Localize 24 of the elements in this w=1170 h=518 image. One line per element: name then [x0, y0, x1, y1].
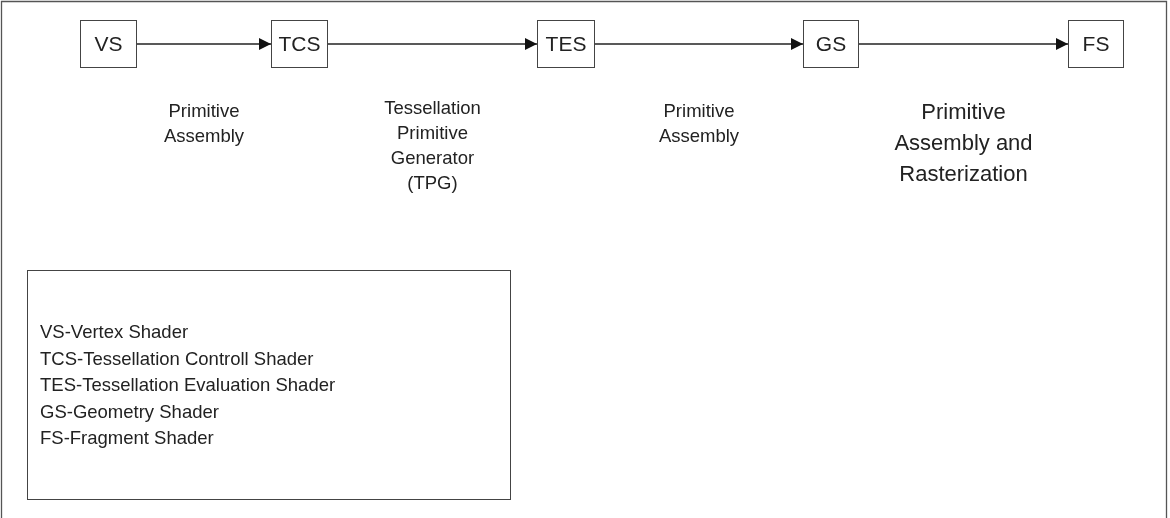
edge-label: Primitive Assembly — [162, 99, 246, 148]
shader-label: GS — [815, 32, 847, 56]
arrow — [594, 38, 804, 50]
arrow — [136, 38, 272, 50]
shader-box — [803, 20, 859, 68]
shader-label: TES — [545, 32, 587, 56]
shader-box — [1068, 20, 1124, 68]
edge-label: Primitive Assembly — [657, 99, 741, 148]
shader-box — [271, 20, 328, 68]
edge-label: Tessellation Primitive Generator (TPG) — [383, 96, 482, 195]
arrow — [327, 38, 538, 50]
edge-label: Primitive Assembly and Rasterization — [893, 98, 1034, 188]
legend-box — [27, 270, 511, 500]
shader-box — [537, 20, 595, 68]
legend-entry: VS-Vertex Shader — [40, 320, 189, 344]
arrow — [858, 38, 1069, 50]
legend-entry: TES-Tessellation Evaluation Shader — [40, 373, 336, 397]
shader-label: FS — [1082, 32, 1110, 56]
legend-entry: FS-Fragment Shader — [40, 426, 214, 450]
shader-box — [80, 20, 137, 68]
shader-label: VS — [94, 32, 123, 56]
shader-label: TCS — [278, 32, 321, 56]
legend-entry: GS-Geometry Shader — [40, 399, 219, 424]
legend-entry: TCS-Tessellation Controll Shader — [40, 346, 314, 371]
